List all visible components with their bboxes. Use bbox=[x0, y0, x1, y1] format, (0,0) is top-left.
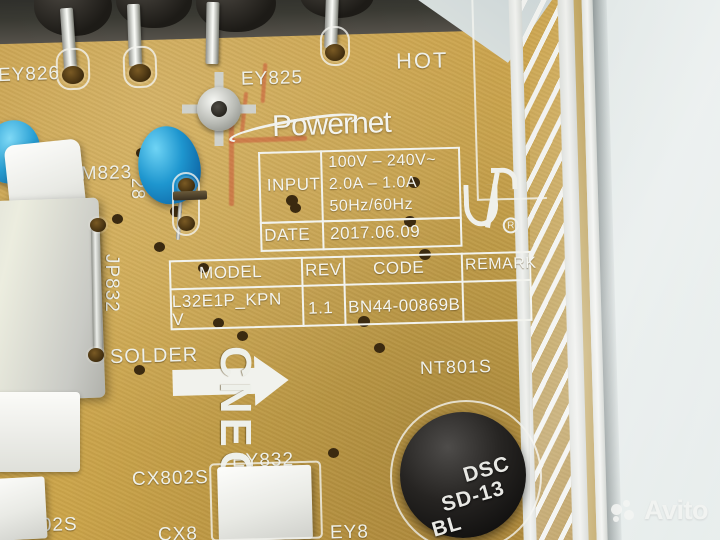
pcb-via bbox=[328, 448, 339, 458]
pcb-via bbox=[213, 318, 224, 328]
pcb-via bbox=[286, 195, 298, 206]
label-value-code: BN44-00869B bbox=[347, 294, 461, 317]
pcb-via bbox=[112, 214, 123, 224]
label-table-header-rev: REV bbox=[304, 259, 342, 280]
avito-logo-icon bbox=[611, 499, 637, 522]
silkscreen-pad-outline bbox=[172, 172, 200, 236]
powernet-logo: Powernet bbox=[227, 106, 391, 148]
ul-registered-icon: R bbox=[502, 217, 520, 234]
pcb-via bbox=[419, 249, 431, 260]
terminal-pin bbox=[205, 1, 220, 65]
label-date-value: 2017.06.09 bbox=[329, 221, 421, 244]
pcb-via bbox=[358, 316, 370, 327]
label-value-model-line1: L32E1P_KPN bbox=[171, 289, 283, 312]
varistor-outline bbox=[390, 400, 542, 540]
pcb-via bbox=[134, 365, 145, 375]
solder-pad bbox=[62, 66, 84, 84]
silkscreen-ref-ey832-bottom: EY8 bbox=[329, 521, 370, 540]
silkscreen-pad-outline bbox=[122, 45, 158, 89]
solder-pad bbox=[178, 178, 195, 193]
label-value-model-line2: V bbox=[172, 309, 185, 330]
gray-transformer-body bbox=[0, 197, 106, 403]
solder-pad bbox=[88, 348, 104, 362]
silkscreen-ref-ey826: EY826 bbox=[0, 62, 61, 87]
silkscreen-ref-ey825: EY825 bbox=[240, 67, 304, 90]
silkscreen-ref-cx802s: CX802S bbox=[131, 466, 210, 491]
silkscreen-pad-outline bbox=[55, 47, 91, 91]
label-table-header-model: MODEL bbox=[198, 261, 263, 283]
label-input-caption: INPUT bbox=[266, 174, 321, 195]
pcb-via bbox=[374, 343, 385, 353]
screw bbox=[197, 87, 241, 131]
ul-tail-glyph bbox=[490, 167, 518, 191]
label-input-frequency: 50Hz/60Hz bbox=[329, 195, 414, 216]
silkscreen-ref-jp832: JP832 bbox=[101, 254, 122, 313]
avito-watermark-text: Avito bbox=[644, 495, 709, 525]
pcb-via bbox=[154, 242, 165, 252]
silkscreen-ref-nt801s: NT801S bbox=[419, 356, 493, 378]
pcb-via bbox=[408, 177, 420, 188]
solder-pad bbox=[325, 44, 345, 61]
varistor-dsc-sd13 bbox=[400, 412, 526, 538]
pcb-via bbox=[170, 206, 182, 217]
label-table-header-remark: REMARK bbox=[464, 254, 537, 274]
pcb-via bbox=[290, 203, 301, 213]
silkscreen-pad-outline bbox=[319, 25, 351, 67]
label-input-voltage: 100V – 240V~ bbox=[328, 151, 437, 172]
solder-pad bbox=[90, 218, 106, 232]
silkscreen-ref-cx8-bottom: CX8 bbox=[157, 523, 199, 540]
label-input-current: 2.0A – 1.0A bbox=[328, 173, 418, 194]
pcb-via bbox=[237, 331, 248, 341]
solder-pad bbox=[129, 64, 151, 82]
white-wire bbox=[0, 392, 80, 472]
resistor-body bbox=[172, 190, 208, 201]
silkscreen-label-solder: SOLDER bbox=[109, 343, 199, 369]
white-component-bottom-left bbox=[0, 476, 48, 540]
solder-pad bbox=[178, 216, 195, 231]
silkscreen-label-hot: HOT bbox=[395, 47, 449, 74]
label-date-caption: DATE bbox=[263, 224, 311, 245]
avito-watermark: Avito bbox=[611, 495, 709, 526]
pcb-via bbox=[198, 263, 209, 273]
silkscreen-outline-ey832 bbox=[208, 460, 324, 540]
label-table-header-code: CODE bbox=[372, 257, 425, 279]
pcb-via bbox=[404, 216, 416, 227]
label-value-rev: 1.1 bbox=[307, 298, 334, 318]
ul-certification-icon: R bbox=[461, 167, 525, 241]
red-marker-stroke bbox=[229, 118, 234, 206]
